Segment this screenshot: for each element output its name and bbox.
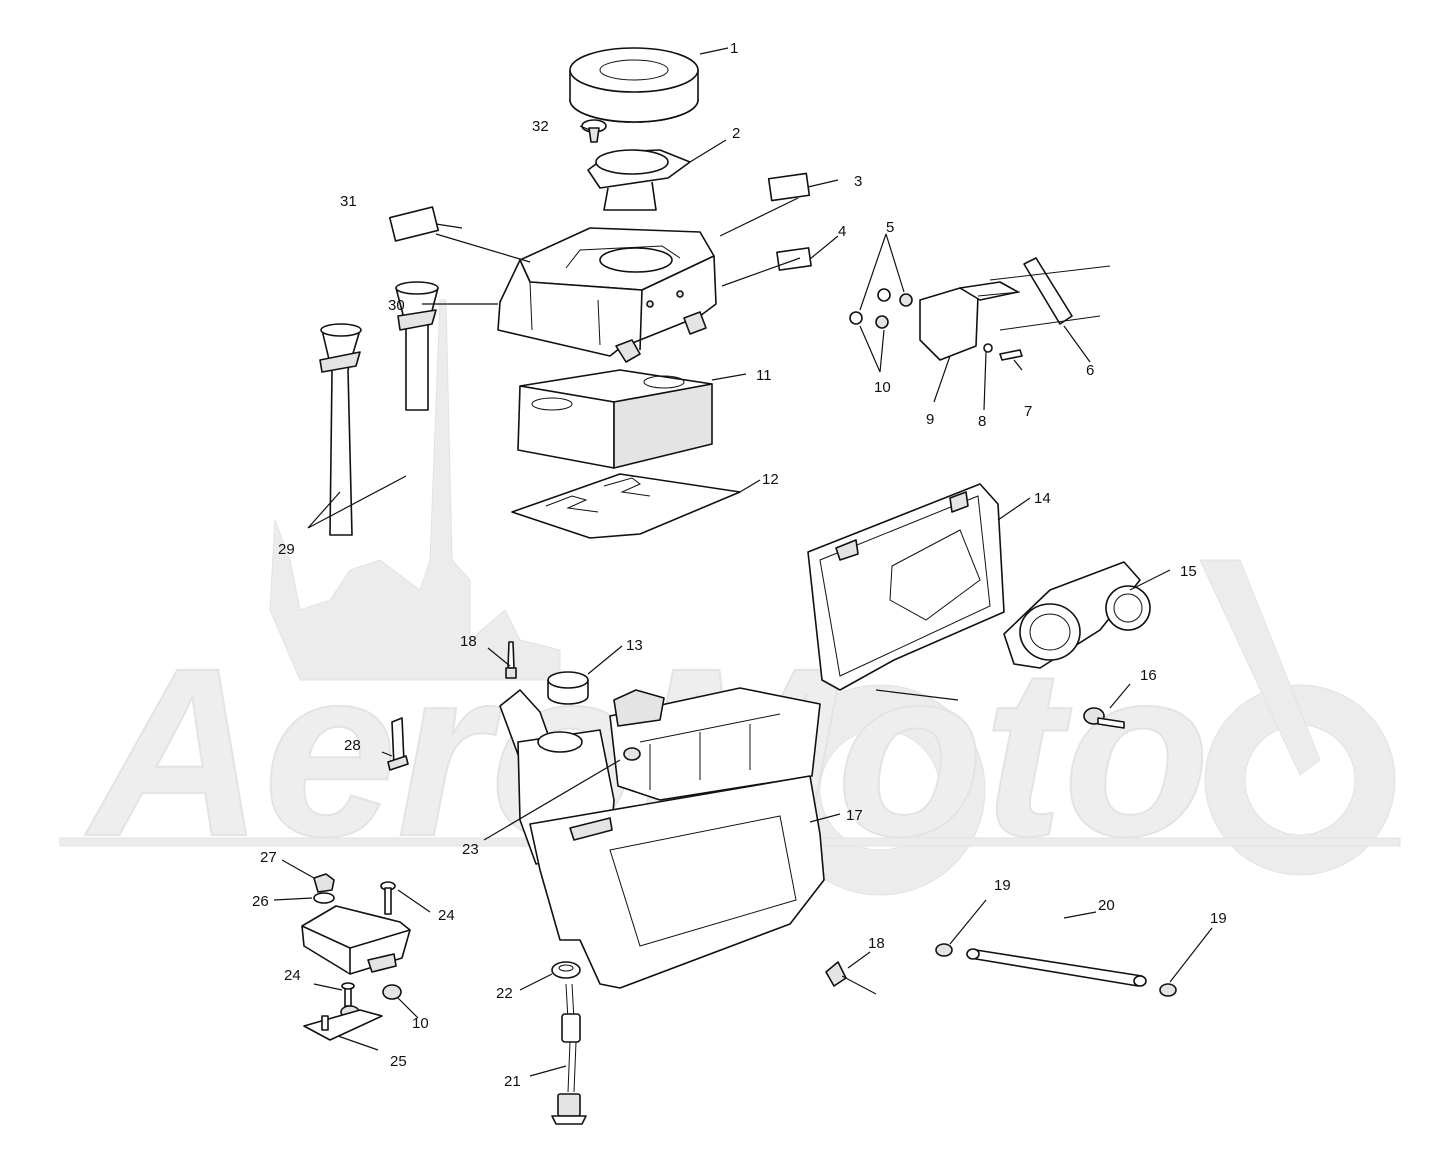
callout-12: 12 — [762, 471, 779, 488]
part-27-nut — [313, 873, 335, 893]
leader-lines — [273, 47, 1213, 1077]
watermark-wheel-left-hub — [819, 729, 941, 851]
part-11-filter-element — [517, 369, 713, 469]
part-24-bolt-upper — [380, 881, 396, 915]
part-19-clamp-right — [1159, 983, 1177, 997]
callout-8: 8 — [978, 413, 986, 430]
part-32-screw — [581, 119, 607, 143]
part-15-intake-boot — [1003, 561, 1151, 669]
part-24-bolt-lower — [341, 982, 355, 1007]
part-1-foam-ring — [569, 47, 699, 123]
part-19-clamp-left — [935, 943, 953, 957]
callout-16: 16 — [1140, 667, 1157, 684]
callout-26: 26 — [252, 893, 269, 910]
part-28-clip — [387, 717, 409, 771]
part-module-box — [301, 905, 411, 975]
callout-32: 32 — [532, 118, 549, 135]
callout-9: 9 — [926, 411, 934, 428]
callout-27: 27 — [260, 849, 277, 866]
part-23-tank — [623, 747, 641, 761]
watermark-fork — [1199, 559, 1321, 776]
callout-10-upper: 10 — [874, 379, 891, 396]
callout-6: 6 — [1086, 362, 1094, 379]
callout-24-upper: 24 — [438, 907, 455, 924]
callout-24-lower: 24 — [284, 967, 301, 984]
part-17-airbox-base — [499, 687, 825, 989]
watermark-spire — [269, 299, 561, 681]
callout-22: 22 — [496, 985, 513, 1002]
part-13-cap — [547, 671, 589, 705]
part-21-drain-hose — [551, 983, 587, 1125]
part-25-mounting-plate — [303, 1009, 383, 1041]
callout-5: 5 — [886, 219, 894, 236]
callout-18-lower: 18 — [868, 935, 885, 952]
callout-13: 13 — [626, 637, 643, 654]
part-18-rivet-top — [505, 641, 517, 679]
callout-1: 1 — [730, 40, 738, 57]
part-12-gasket-plate — [511, 473, 741, 539]
part-29-intake-trumpets — [319, 281, 439, 536]
callout-28: 28 — [344, 737, 361, 754]
part-26-washer — [313, 892, 335, 904]
part-14-cover-panel — [807, 483, 1005, 691]
callout-25: 25 — [390, 1053, 407, 1070]
callout-15: 15 — [1180, 563, 1197, 580]
callout-14: 14 — [1034, 490, 1051, 507]
part-9-mount-bracket — [919, 281, 1021, 361]
callout-19-left: 19 — [994, 877, 1011, 894]
part-8-washer — [983, 343, 993, 353]
callout-18-upper: 18 — [460, 633, 477, 650]
part-31-decal — [388, 206, 440, 242]
callout-7: 7 — [1024, 403, 1032, 420]
callout-29: 29 — [278, 541, 295, 558]
part-3-decal — [767, 172, 811, 202]
part-4-decal — [776, 247, 812, 271]
callout-19-right: 19 — [1210, 910, 1227, 927]
part-5-grommets — [849, 288, 913, 329]
callout-31: 31 — [340, 193, 357, 210]
callout-11: 11 — [756, 367, 772, 384]
part-20-tube — [966, 948, 1147, 987]
part-30-airbox-cover — [497, 227, 717, 363]
callout-10-lower: 10 — [412, 1015, 429, 1032]
callout-3: 3 — [854, 173, 862, 190]
part-6-bracket — [989, 257, 1111, 331]
callout-2: 2 — [732, 125, 740, 142]
callout-17: 17 — [846, 807, 863, 824]
callout-20: 20 — [1098, 897, 1115, 914]
part-7-bolt — [999, 349, 1023, 361]
callout-30: 30 — [388, 297, 405, 314]
part-2-intake-cap — [587, 149, 691, 211]
callout-23: 23 — [462, 841, 479, 858]
callout-4: 4 — [838, 223, 846, 240]
callout-21: 21 — [504, 1073, 521, 1090]
part-22-grommet — [551, 961, 581, 979]
part-16-push-rivet — [1083, 707, 1125, 729]
part-18-rivet-lower — [825, 961, 877, 995]
callout-labels: 1 2 3 4 5 6 7 8 9 10 10 11 12 13 14 15 1… — [252, 40, 1227, 1090]
